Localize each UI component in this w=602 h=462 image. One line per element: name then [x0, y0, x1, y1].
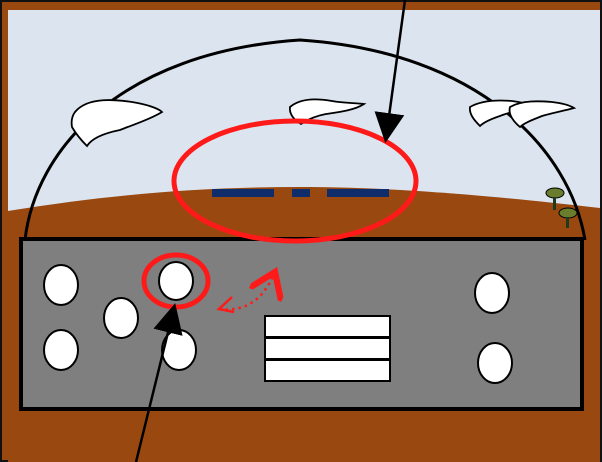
gauge-2 [44, 330, 78, 370]
runway-markings [212, 189, 389, 197]
tree-canopy [559, 208, 577, 218]
runway-segment [327, 189, 389, 197]
runway-segment [212, 189, 274, 197]
gauge-3 [104, 298, 138, 338]
runway-segment [292, 189, 310, 197]
tree-canopy [546, 188, 564, 198]
tree-trunk [553, 197, 556, 210]
gauge-1 [44, 265, 78, 305]
gauge-4-highlighted [159, 262, 193, 300]
gauge-6 [475, 273, 509, 313]
display-screen [265, 316, 390, 381]
gauge-7 [478, 343, 512, 383]
display-row [265, 316, 390, 337]
display-row [265, 360, 390, 381]
tree-trunk [566, 217, 569, 228]
display-row [265, 338, 390, 359]
